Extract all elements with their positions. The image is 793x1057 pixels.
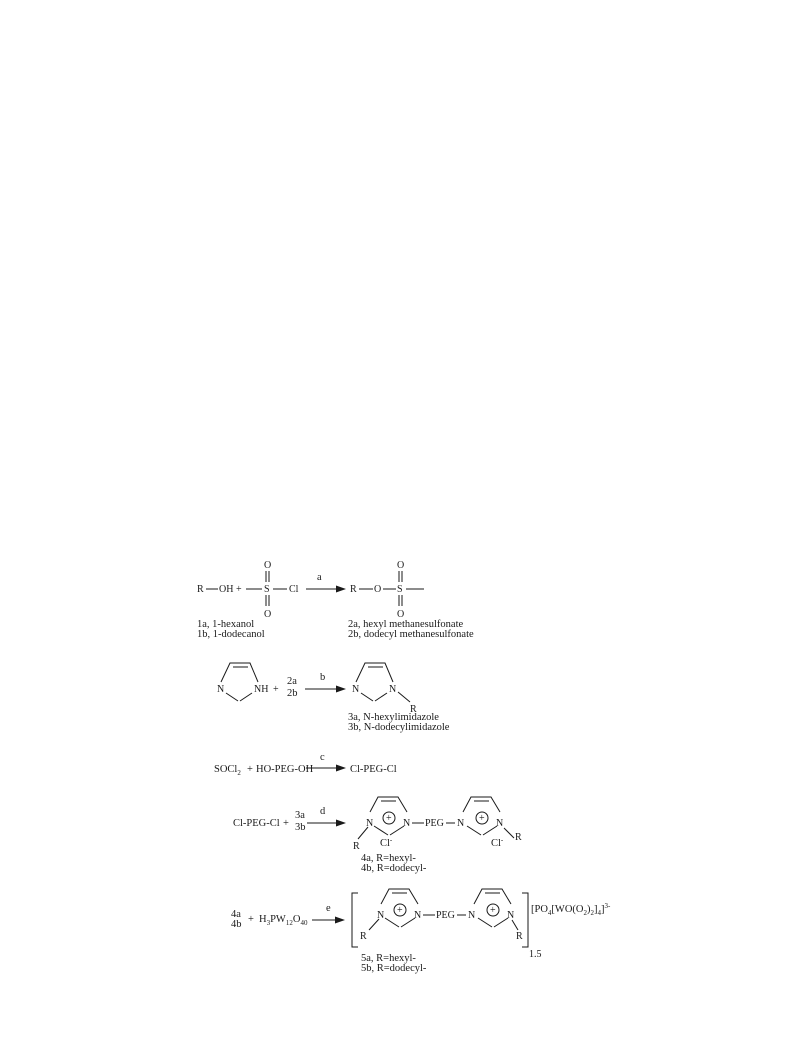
plus-sign: + <box>273 684 279 695</box>
atom-n: N <box>468 910 475 921</box>
bracket-left <box>351 892 358 948</box>
imidazolium-ring <box>357 796 408 840</box>
arrow-label-b: b <box>320 672 325 683</box>
step-c: SOCl2 + HO-PEG-OH c Cl-PEG-Cl <box>214 752 397 777</box>
peg-linker: PEG <box>425 818 444 829</box>
atom-r: R <box>197 584 204 595</box>
counterion: Cl- <box>380 836 393 849</box>
peg-linker: PEG <box>436 910 455 921</box>
imidazolium-ring <box>462 796 515 839</box>
plus-sign: + <box>248 914 254 925</box>
counterion: Cl- <box>491 836 504 849</box>
bracket-subscript: 1.5 <box>529 949 542 960</box>
arrow-head-icon <box>336 585 346 593</box>
atom-r: R <box>516 931 523 942</box>
compound-name: 3b, N-dodecylimidazole <box>348 722 450 733</box>
atom-n: N <box>352 684 359 695</box>
plus-charge-icon <box>393 903 407 917</box>
charge-sign: + <box>386 813 392 824</box>
atom-n: N <box>377 910 384 921</box>
arrow-label-d: d <box>320 806 326 817</box>
compound-name: 2b, dodecyl methanesulfonate <box>348 629 474 640</box>
plus-charge-icon <box>382 811 396 825</box>
plus-sign: + <box>236 584 242 595</box>
product: Cl-PEG-Cl <box>350 764 397 775</box>
atom-s: S <box>264 584 270 595</box>
atom-o-bottom: O <box>264 609 271 620</box>
compound-name: 5b, R=dodecyl- <box>361 963 427 974</box>
reagent: 2a <box>287 676 297 687</box>
plus-charge-icon <box>475 811 489 825</box>
bracket-right <box>522 892 529 948</box>
reagent: 3a <box>295 810 305 821</box>
heteropolyacid: H3PW12O40 <box>259 914 308 927</box>
atom-o-top: O <box>397 560 404 571</box>
atom-o-bottom: O <box>397 609 404 620</box>
charge-sign: + <box>479 813 485 824</box>
reactant: HO-PEG-OH <box>256 764 314 775</box>
reactant: SOCl2 <box>214 764 241 777</box>
atom-r: R <box>353 841 360 852</box>
compound-name: 1a, 1-hexanol <box>197 619 254 630</box>
arrow-head-icon <box>336 685 346 693</box>
reactant: 4a <box>231 909 241 920</box>
reagent: 3b <box>295 822 306 833</box>
reagent: 2b <box>287 688 298 699</box>
atom-r: R <box>350 584 357 595</box>
compound-name: 4b, R=dodecyl- <box>361 863 427 874</box>
atom-n: N <box>414 910 421 921</box>
atom-n: N <box>366 818 373 829</box>
compound-name: 4a, R=hexyl- <box>361 853 416 864</box>
step-b: N NH + 2a 2b b N N R 3a, N-hexylimidazol… <box>217 662 450 733</box>
atom-r: R <box>515 832 522 843</box>
atom-r: R <box>360 931 367 942</box>
arrow-label-c: c <box>320 752 325 763</box>
plus-sign: + <box>247 764 253 775</box>
atom-oh: OH <box>219 584 233 595</box>
step-a: R OH + S Cl O O a R O S O O 1a, 1-hexano… <box>197 560 474 640</box>
step-e: 4a 4b + H3PW12O40 e N N + R PEG <box>231 888 611 974</box>
atom-n: N <box>389 684 396 695</box>
atom-nh: NH <box>254 684 268 695</box>
atom-n: N <box>507 910 514 921</box>
compound-name: 1b, 1-dodecanol <box>197 629 265 640</box>
atom-cl: Cl <box>289 584 299 595</box>
anion: [PO4[WO(O2)2]4]3- <box>531 902 611 917</box>
atom-n: N <box>403 818 410 829</box>
compound-name: 2a, hexyl methanesulfonate <box>348 619 464 630</box>
arrow-head-icon <box>335 916 345 924</box>
atom-n: N <box>457 818 464 829</box>
charge-sign: + <box>490 905 496 916</box>
plus-charge-icon <box>486 903 500 917</box>
arrow-label-a: a <box>317 572 322 583</box>
arrow-head-icon <box>336 764 346 772</box>
atom-n: N <box>217 684 224 695</box>
charge-sign: + <box>397 905 403 916</box>
imidazolium-ring <box>473 888 519 931</box>
arrow-head-icon <box>336 819 346 827</box>
atom-r: R <box>410 704 417 715</box>
plus-sign: + <box>283 818 289 829</box>
arrow-label-e: e <box>326 903 331 914</box>
step-d: Cl-PEG-Cl + 3a 3b d N N + R PEG <box>233 796 522 874</box>
compound-name: 3a, N-hexylimidazole <box>348 712 439 723</box>
imidazole-ring <box>355 662 411 703</box>
imidazole-ring <box>220 662 259 702</box>
compound-name: 5a, R=hexyl- <box>361 953 416 964</box>
atom-n: N <box>496 818 503 829</box>
atom-o-top: O <box>264 560 271 571</box>
reactant: Cl-PEG-Cl <box>233 818 280 829</box>
reactant: 4b <box>231 919 242 930</box>
atom-s: S <box>397 584 403 595</box>
atom-o: O <box>374 584 381 595</box>
imidazolium-ring <box>368 888 419 931</box>
